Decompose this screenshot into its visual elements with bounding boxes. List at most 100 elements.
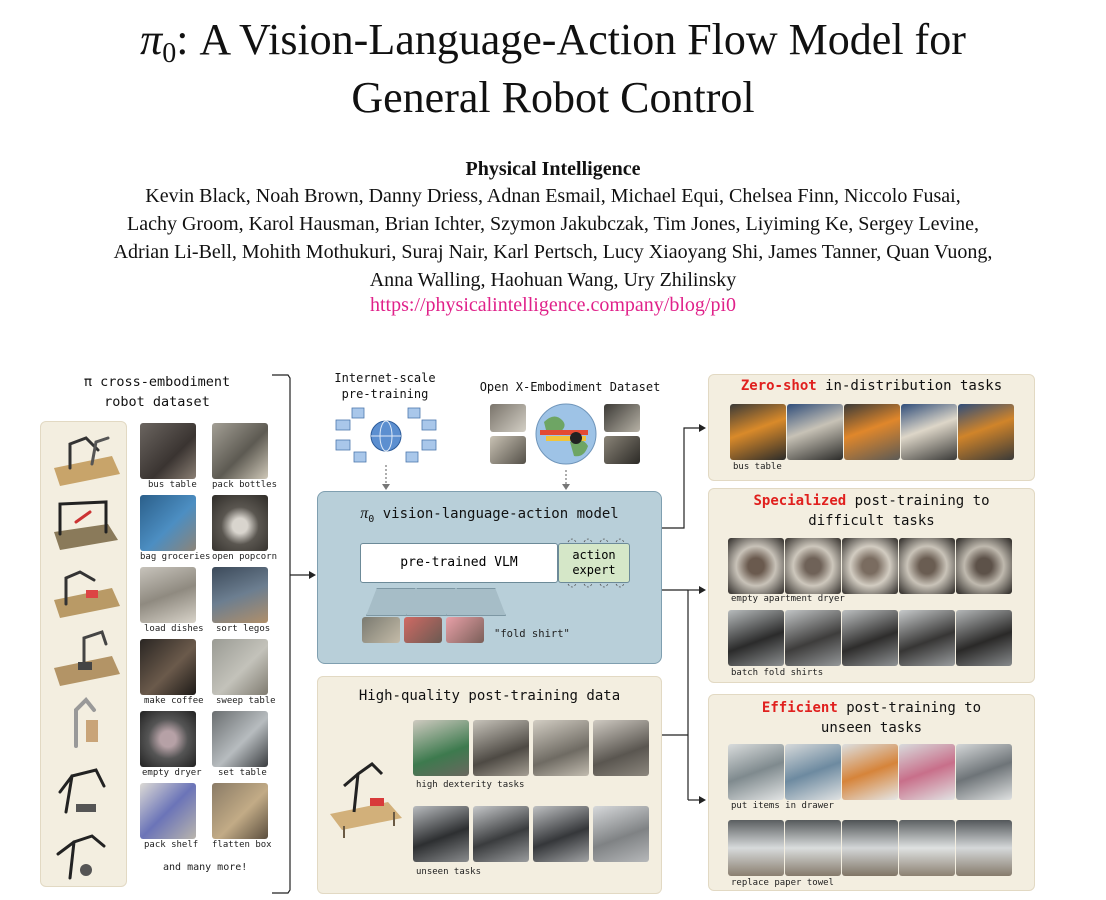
model-title: π0 vision-language-action model bbox=[317, 504, 662, 530]
zeroshot-image bbox=[901, 404, 957, 460]
dataset-title-line2: robot dataset bbox=[52, 392, 262, 412]
posttrain-image bbox=[533, 806, 589, 862]
posttrain-image bbox=[593, 806, 649, 862]
posttrain-image bbox=[473, 720, 529, 776]
flow-loop-icon bbox=[560, 536, 632, 595]
task-image bbox=[140, 639, 196, 695]
openx-image bbox=[604, 404, 640, 432]
task-label: empty dryer bbox=[142, 768, 202, 778]
specialized-image bbox=[785, 538, 841, 594]
efficient-highlight: Efficient bbox=[762, 700, 838, 716]
efficient-title-line1: Efficient post-training to bbox=[708, 698, 1035, 718]
task-label: set table bbox=[218, 768, 267, 778]
task-image bbox=[212, 783, 268, 839]
specialized-image bbox=[785, 610, 841, 666]
specialized-caption: batch fold shirts bbox=[731, 668, 823, 678]
task-label: sweep table bbox=[216, 696, 276, 706]
task-image bbox=[212, 495, 268, 551]
dataset-title-line1: π cross-embodiment bbox=[52, 372, 262, 392]
posttrain-image bbox=[533, 720, 589, 776]
robot-embodiment-images bbox=[46, 426, 122, 889]
specialized-image bbox=[842, 610, 898, 666]
openx-dataset-label: Open X-Embodiment Dataset bbox=[470, 377, 670, 397]
specialized-caption: empty apartment dryer bbox=[731, 594, 845, 604]
task-image bbox=[140, 567, 196, 623]
specialized-image bbox=[899, 610, 955, 666]
task-image bbox=[140, 711, 196, 767]
efficient-image bbox=[728, 744, 784, 800]
efficient-image bbox=[956, 744, 1012, 800]
efficient-image bbox=[728, 820, 784, 876]
efficient-image bbox=[785, 820, 841, 876]
pretrained-vlm-block: pre-trained VLM bbox=[360, 543, 558, 583]
efficient-caption: replace paper towel bbox=[731, 878, 834, 888]
zeroshot-image bbox=[787, 404, 843, 460]
task-image bbox=[140, 495, 196, 551]
earth-icon bbox=[532, 402, 600, 471]
posttrain-image bbox=[413, 806, 469, 862]
openx-image bbox=[490, 436, 526, 464]
zeroshot-caption: bus table bbox=[733, 462, 782, 472]
efficient-caption: put items in drawer bbox=[731, 801, 834, 811]
internet-label-line2: pre-training bbox=[320, 386, 450, 402]
efficient-image bbox=[899, 744, 955, 800]
task-label: sort legos bbox=[216, 624, 270, 634]
camera-image bbox=[362, 617, 400, 643]
efficient-title-rest: post-training to bbox=[838, 700, 981, 716]
task-label: make coffee bbox=[144, 696, 204, 706]
globe-documents-icon bbox=[330, 404, 442, 469]
internet-label-line1: Internet-scale bbox=[320, 370, 450, 386]
camera-image bbox=[446, 617, 484, 643]
posttrain-image bbox=[593, 720, 649, 776]
dataset-title: π cross-embodiment robot dataset bbox=[52, 372, 262, 412]
task-image bbox=[212, 639, 268, 695]
zeroshot-title: Zero-shot in-distribution tasks bbox=[708, 376, 1035, 396]
model-title-text: vision-language-action model bbox=[374, 506, 618, 522]
specialized-image bbox=[728, 538, 784, 594]
specialized-image bbox=[956, 538, 1012, 594]
efficient-image bbox=[842, 744, 898, 800]
task-label: pack shelf bbox=[144, 840, 198, 850]
efficient-title-line2: unseen tasks bbox=[708, 718, 1035, 738]
language-prompt: "fold shirt" bbox=[494, 628, 570, 640]
specialized-image bbox=[899, 538, 955, 594]
efficient-image bbox=[785, 744, 841, 800]
openx-image bbox=[490, 404, 526, 432]
posttrain-caption: high dexterity tasks bbox=[416, 780, 524, 790]
task-image bbox=[212, 567, 268, 623]
task-label: pack bottles bbox=[212, 480, 277, 490]
specialized-image bbox=[728, 610, 784, 666]
specialized-title-line1: Specialized post-training to bbox=[708, 491, 1035, 511]
task-image bbox=[212, 423, 268, 479]
robot-arm-illustration bbox=[324, 756, 406, 845]
efficient-image bbox=[956, 820, 1012, 876]
specialized-highlight: Specialized bbox=[753, 493, 846, 509]
camera-image bbox=[404, 617, 442, 643]
efficient-image bbox=[842, 820, 898, 876]
posttrain-caption: unseen tasks bbox=[416, 867, 481, 877]
efficient-title: Efficient post-training to unseen tasks bbox=[708, 698, 1035, 738]
specialized-title: Specialized post-training to difficult t… bbox=[708, 491, 1035, 531]
specialized-title-line2: difficult tasks bbox=[708, 511, 1035, 531]
task-image bbox=[140, 423, 196, 479]
zeroshot-image bbox=[844, 404, 900, 460]
task-label: open popcorn bbox=[212, 552, 277, 562]
task-thumbnail-grid: bus table pack bottles bag groceries ope… bbox=[140, 423, 272, 853]
more-tasks-label: and many more! bbox=[163, 862, 247, 873]
posttrain-image bbox=[413, 720, 469, 776]
task-label: bag groceries bbox=[140, 552, 210, 562]
specialized-title-rest: post-training to bbox=[846, 493, 989, 509]
zeroshot-highlight: Zero-shot bbox=[741, 378, 817, 394]
zeroshot-title-rest: in-distribution tasks bbox=[817, 378, 1002, 394]
task-label: load dishes bbox=[144, 624, 204, 634]
efficient-image bbox=[899, 820, 955, 876]
task-label: flatten box bbox=[212, 840, 272, 850]
posttrain-image bbox=[473, 806, 529, 862]
task-image bbox=[212, 711, 268, 767]
task-image bbox=[140, 783, 196, 839]
specialized-image bbox=[956, 610, 1012, 666]
zeroshot-image bbox=[958, 404, 1014, 460]
internet-pretraining-label: Internet-scale pre-training bbox=[320, 370, 450, 402]
task-label: bus table bbox=[148, 480, 197, 490]
posttraining-title: High-quality post-training data bbox=[317, 686, 662, 706]
